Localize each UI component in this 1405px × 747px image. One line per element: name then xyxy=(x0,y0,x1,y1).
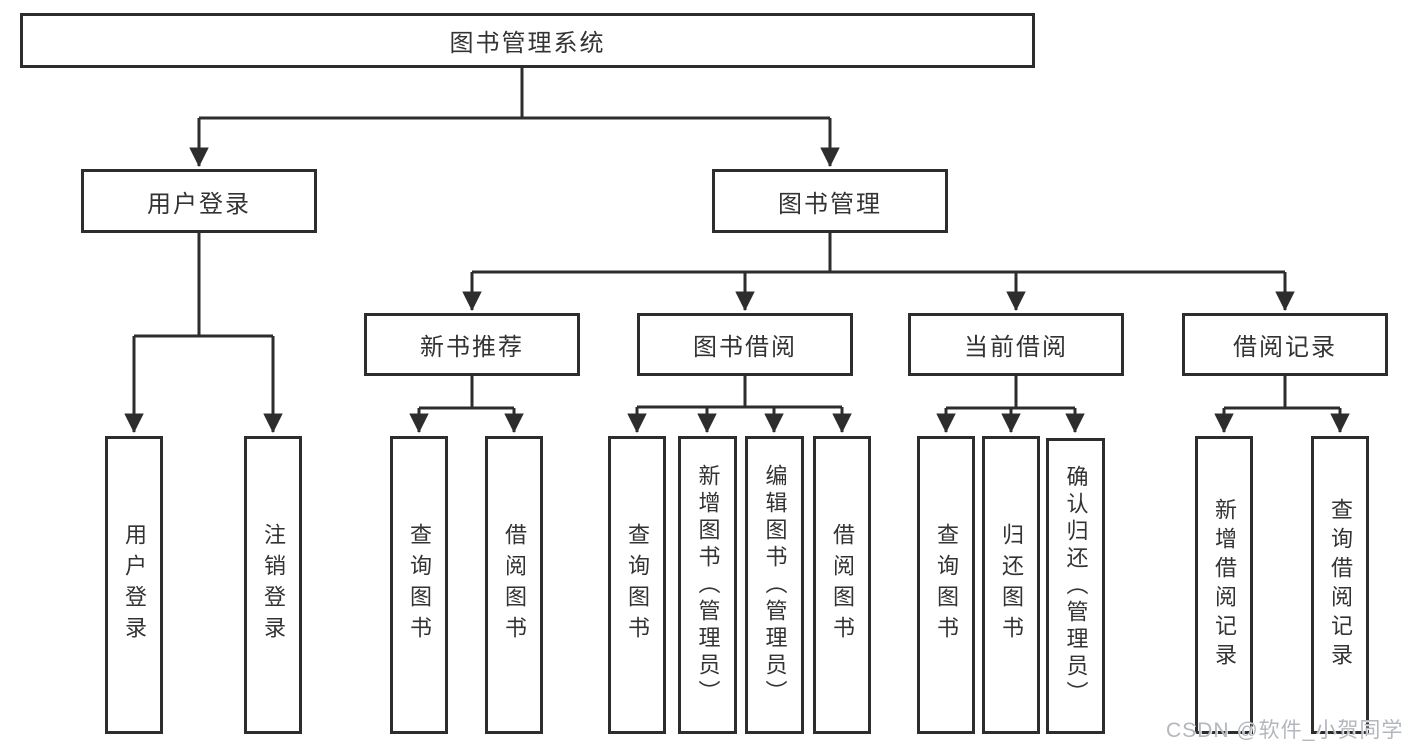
node-label: 图书借阅 xyxy=(693,334,797,361)
leaf-confirm-return-admin: 确认归还（管理员） xyxy=(1046,438,1105,734)
leaf-query-books-recommend: 查询图书 xyxy=(390,436,448,734)
node-label: 注销登录 xyxy=(261,523,286,647)
leaf-query-borrow-record: 查询借阅记录 xyxy=(1311,436,1369,734)
node-label: 查询图书 xyxy=(934,523,959,647)
node-label: 编辑图书（管理员） xyxy=(762,463,788,707)
node-label: 新书推荐 xyxy=(420,334,524,361)
node-label: 借阅记录 xyxy=(1233,334,1337,361)
node-label: 归还图书 xyxy=(999,523,1024,647)
leaf-add-book-admin: 新增图书（管理员） xyxy=(678,436,737,734)
leaf-user-login: 用户登录 xyxy=(105,436,163,734)
node-label: 当前借阅 xyxy=(964,334,1068,361)
leaf-query-books-borrow: 查询图书 xyxy=(608,436,666,734)
node-label: 确认归还（管理员） xyxy=(1063,464,1089,708)
node-user-login: 用户登录 xyxy=(81,169,317,233)
leaf-add-borrow-record: 新增借阅记录 xyxy=(1195,436,1253,734)
node-label: 图书管理 xyxy=(778,190,882,218)
node-label: 用户登录 xyxy=(147,190,251,218)
node-label: 图书管理系统 xyxy=(449,30,606,57)
node-label: 查询借阅记录 xyxy=(1328,498,1353,672)
node-label: 新增图书（管理员） xyxy=(695,463,721,707)
watermark: CSDN @软件_小贺同学 xyxy=(1166,719,1404,742)
node-label: 查询图书 xyxy=(625,523,650,647)
node-library-management-system: 图书管理系统 xyxy=(20,13,1035,68)
leaf-return-book: 归还图书 xyxy=(982,436,1040,734)
node-label: 新增借阅记录 xyxy=(1212,498,1237,672)
node-label: 借阅图书 xyxy=(502,523,527,647)
leaf-query-books-current: 查询图书 xyxy=(917,436,975,734)
leaf-borrow-books-borrow: 借阅图书 xyxy=(813,436,871,734)
node-label: 用户登录 xyxy=(122,523,147,647)
node-label: 查询图书 xyxy=(407,523,432,647)
node-label: 借阅图书 xyxy=(830,523,855,647)
node-book-management: 图书管理 xyxy=(712,169,948,233)
leaf-borrow-books-recommend: 借阅图书 xyxy=(485,436,543,734)
leaf-logout: 注销登录 xyxy=(244,436,302,734)
node-borrow-records: 借阅记录 xyxy=(1182,313,1388,376)
node-new-book-recommend: 新书推荐 xyxy=(364,313,580,376)
node-book-borrow: 图书借阅 xyxy=(637,313,853,376)
node-current-borrow: 当前借阅 xyxy=(908,313,1124,376)
leaf-edit-book-admin: 编辑图书（管理员） xyxy=(745,436,804,734)
